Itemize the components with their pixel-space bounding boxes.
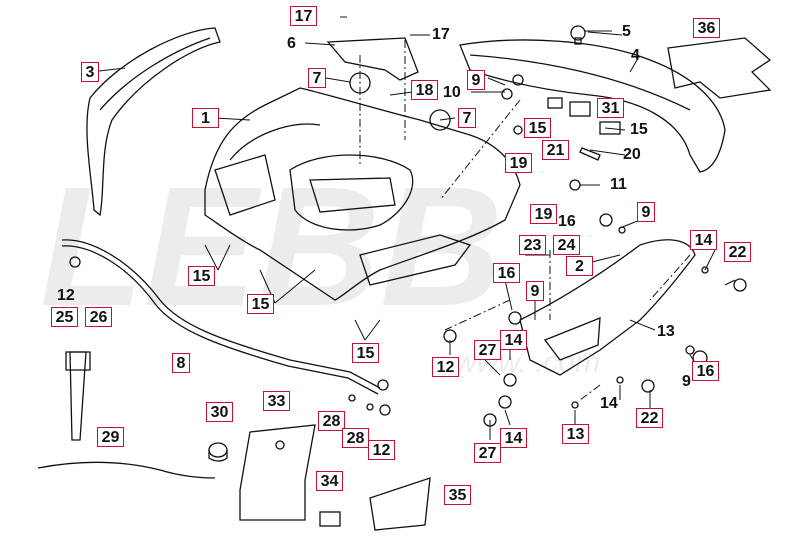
callout-6[interactable]: 6 (287, 35, 296, 52)
callout-27b[interactable]: 27 (474, 443, 501, 463)
callout-12b[interactable]: 12 (432, 357, 459, 377)
callout-23[interactable]: 23 (519, 235, 546, 255)
callout-13b[interactable]: 13 (562, 424, 589, 444)
callout-12c[interactable]: 12 (368, 440, 395, 460)
callout-15b[interactable]: 15 (630, 121, 648, 138)
callout-16b[interactable]: 16 (493, 263, 520, 283)
callout-16c[interactable]: 16 (692, 361, 719, 381)
callout-7a[interactable]: 7 (308, 68, 326, 88)
callout-24[interactable]: 24 (553, 235, 580, 255)
callout-18[interactable]: 18 (411, 80, 438, 100)
callout-4[interactable]: 4 (631, 47, 640, 64)
callout-22a[interactable]: 22 (724, 242, 751, 262)
callout-8[interactable]: 8 (172, 353, 190, 373)
callout-14c[interactable]: 14 (600, 395, 618, 412)
callout-15a[interactable]: 15 (524, 118, 551, 138)
callout-34[interactable]: 34 (316, 471, 343, 491)
callout-33[interactable]: 33 (263, 391, 290, 411)
callout-27a[interactable]: 27 (474, 340, 501, 360)
callout-16a[interactable]: 16 (558, 213, 576, 230)
part-35-sticker (369, 477, 431, 531)
callout-9d[interactable]: 9 (682, 373, 691, 390)
callout-9a[interactable]: 9 (467, 70, 485, 90)
callout-15d[interactable]: 15 (247, 294, 274, 314)
callout-15c[interactable]: 15 (188, 266, 215, 286)
callout-36[interactable]: 36 (693, 18, 720, 38)
callout-12a[interactable]: 12 (57, 287, 75, 304)
callout-17b[interactable]: 17 (432, 26, 450, 43)
callout-14a[interactable]: 14 (690, 230, 717, 250)
callout-11[interactable]: 11 (610, 176, 627, 193)
callout-3[interactable]: 3 (81, 62, 99, 82)
callout-5[interactable]: 5 (622, 23, 631, 40)
callout-25[interactable]: 25 (51, 307, 78, 327)
part-3-strip (86, 27, 221, 217)
callout-19b[interactable]: 19 (530, 204, 557, 224)
callout-9b[interactable]: 9 (637, 202, 655, 222)
part-6-bracket (326, 37, 419, 81)
callout-29[interactable]: 29 (97, 427, 124, 447)
callout-10[interactable]: 10 (443, 84, 461, 101)
callout-26[interactable]: 26 (85, 307, 112, 327)
part-8-rod (61, 239, 381, 389)
part-1-fender (204, 87, 521, 301)
callout-28a[interactable]: 28 (318, 411, 345, 431)
callout-1[interactable]: 1 (192, 108, 219, 128)
part-4-rack (459, 39, 726, 173)
part-29-cable (37, 461, 216, 479)
callout-20[interactable]: 20 (623, 146, 641, 163)
part-33-panel (239, 424, 316, 521)
callout-2[interactable]: 2 (566, 256, 593, 276)
callout-14b[interactable]: 14 (500, 330, 527, 350)
callout-30[interactable]: 30 (206, 402, 233, 422)
callout-19a[interactable]: 19 (505, 153, 532, 173)
part-2-fender (519, 239, 696, 376)
callout-15e[interactable]: 15 (352, 343, 379, 363)
part-outlines (37, 16, 772, 531)
callout-14d[interactable]: 14 (500, 428, 527, 448)
callout-21[interactable]: 21 (542, 140, 569, 160)
callout-9c[interactable]: 9 (526, 281, 544, 301)
part-25-strap (69, 351, 87, 441)
part-36-pad (667, 37, 772, 99)
hardware (69, 25, 747, 427)
callout-13a[interactable]: 13 (657, 323, 675, 340)
callout-35[interactable]: 35 (444, 485, 471, 505)
callout-7b[interactable]: 7 (458, 108, 476, 128)
callout-28b[interactable]: 28 (342, 428, 369, 448)
callout-31[interactable]: 31 (597, 98, 624, 118)
callout-17a[interactable]: 17 (290, 6, 317, 26)
callout-leaders (98, 16, 736, 440)
callout-22b[interactable]: 22 (636, 408, 663, 428)
